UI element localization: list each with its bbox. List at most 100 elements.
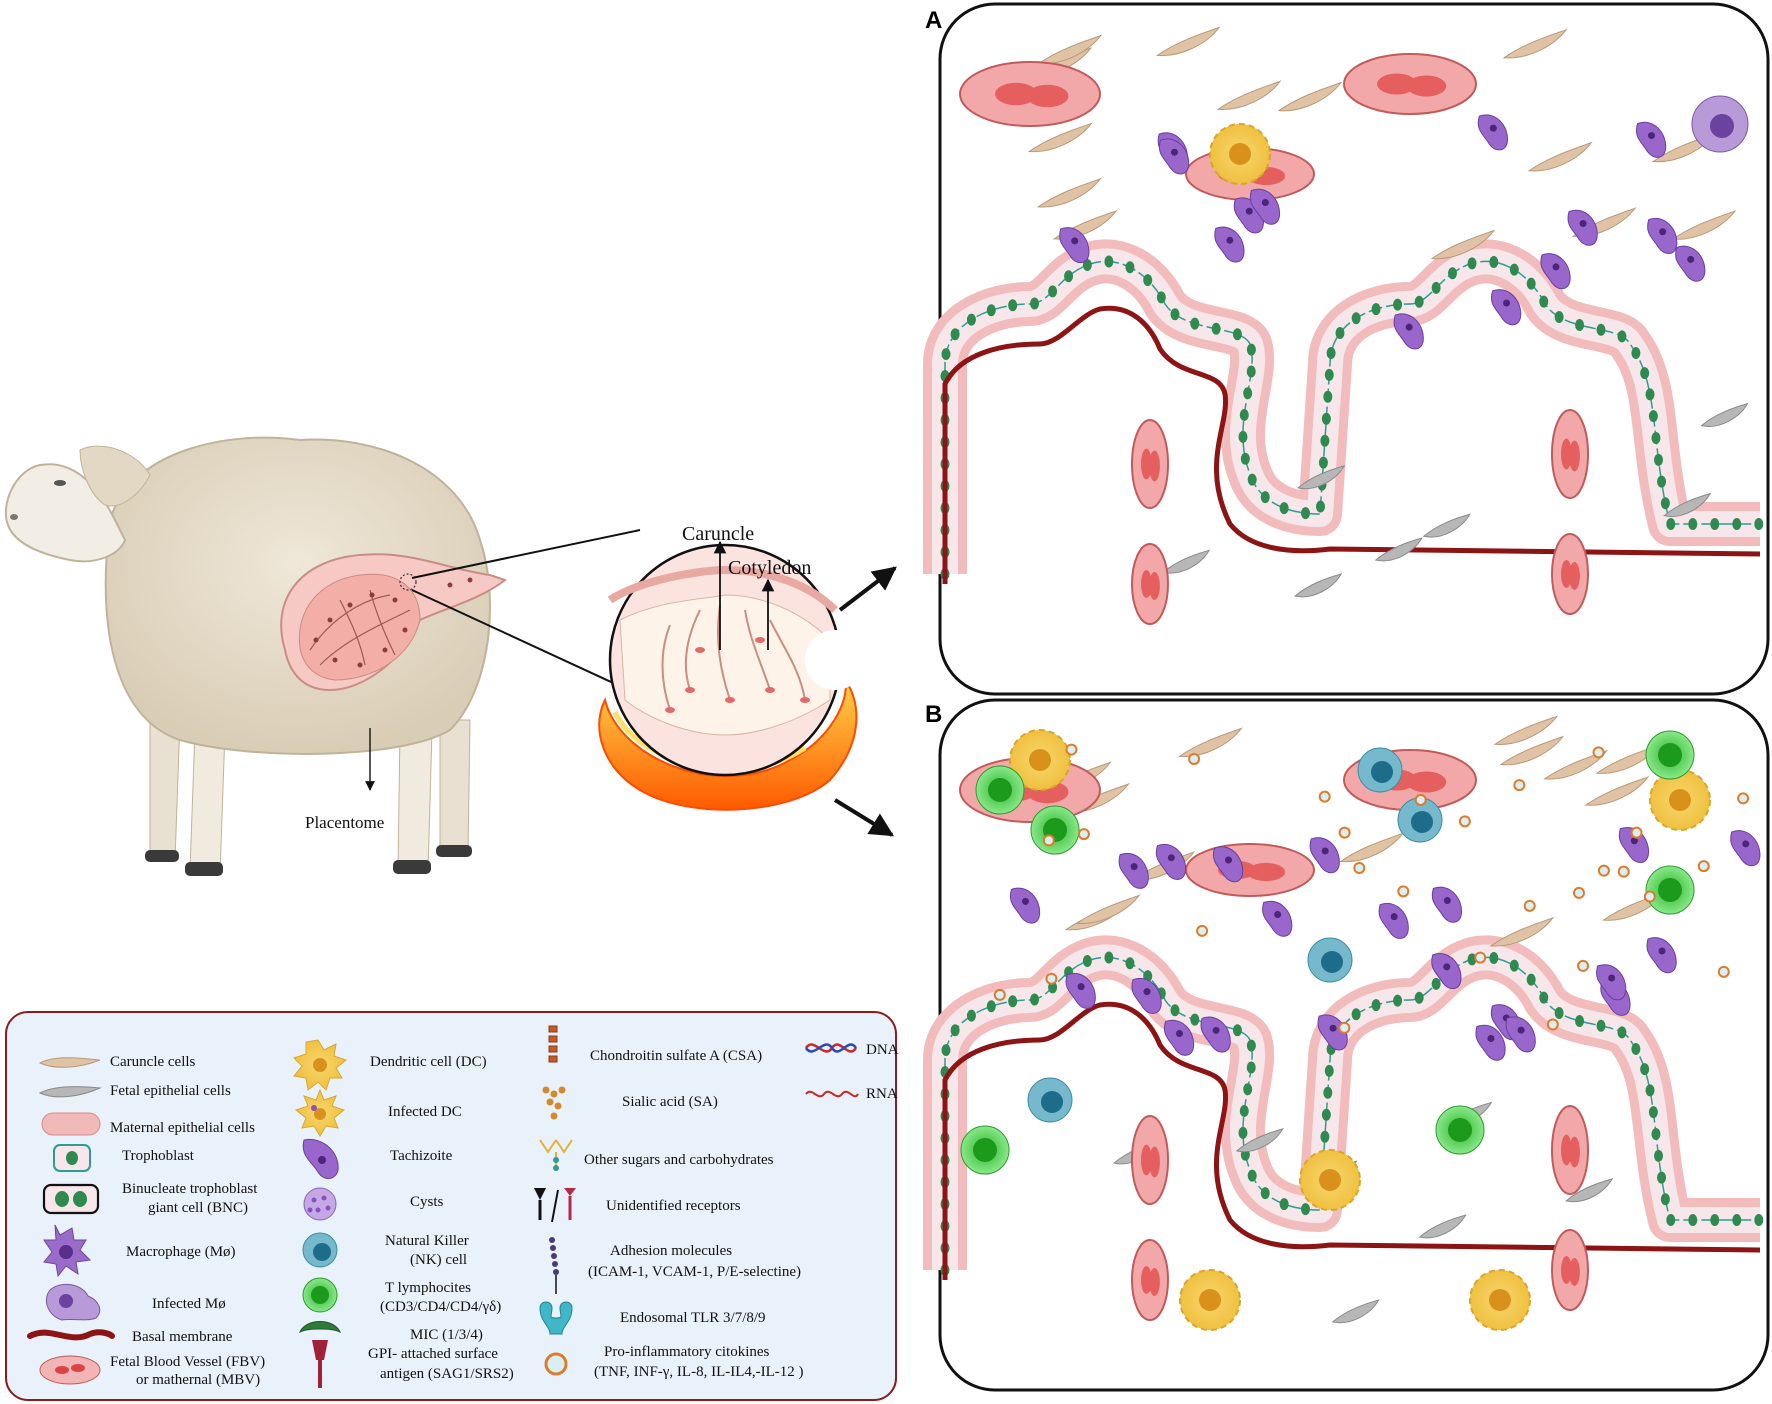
caruncle-cell	[1584, 776, 1650, 806]
trophoblast-nucleus	[950, 328, 960, 341]
trophoblast-nucleus	[1688, 1214, 1698, 1226]
tachizoite-nucleus	[1489, 124, 1497, 132]
t-lymphocyte-nucleus	[1658, 878, 1682, 902]
tachizoite	[1505, 1016, 1536, 1053]
trophoblast-nucleus	[1732, 518, 1742, 530]
legend-dna: DNA	[866, 1042, 899, 1058]
panel-b-letter: B	[925, 701, 942, 728]
fetal-epithelial-cell	[1297, 465, 1346, 490]
dendritic-cell-icon	[293, 1039, 348, 1091]
trophoblast-nucleus	[1645, 388, 1655, 401]
trophoblast-nucleus	[1260, 491, 1270, 504]
infected-macrophage-icon	[46, 1283, 101, 1321]
cytokine	[1045, 972, 1058, 985]
dendritic-cell-nucleus	[1489, 1289, 1511, 1311]
trophoblast-nucleus	[1279, 502, 1289, 515]
red-blood-cell	[1561, 1134, 1572, 1166]
trophoblast-nucleus	[1654, 453, 1664, 466]
tachizoite-nucleus	[1552, 263, 1560, 271]
trophoblast-nucleus	[1125, 261, 1135, 274]
caruncle-cell	[1502, 28, 1568, 59]
dendritic-cell-nucleus	[1319, 1169, 1341, 1191]
tachizoite-nucleus	[1021, 897, 1029, 905]
legend-sugars: Other sugars and carbohydrates	[584, 1152, 774, 1168]
trophoblast-nucleus	[986, 304, 996, 317]
trophoblast-nucleus	[1247, 473, 1257, 486]
cytokine	[1338, 1021, 1351, 1034]
cytokine	[1474, 951, 1487, 964]
cytokine	[1523, 899, 1536, 912]
trophoblast-nucleus	[1509, 959, 1519, 972]
trophoblast-nucleus	[1064, 270, 1074, 283]
cytokine	[1737, 792, 1750, 805]
legend-macrophage: Macrophage (Mø)	[126, 1244, 236, 1260]
trophoblast-nucleus	[1247, 1169, 1257, 1182]
cytokine	[1353, 861, 1366, 874]
legend-infected-mo: Infected Mø	[152, 1296, 226, 1312]
trophoblast-nucleus	[1526, 277, 1536, 290]
trophoblast-nucleus	[941, 348, 951, 361]
trophoblast-nucleus	[1554, 310, 1564, 323]
red-blood-cell	[1026, 84, 1069, 108]
fetal-epithelial-cell	[1700, 402, 1749, 427]
red-blood-cell	[1406, 75, 1447, 97]
legend-bnc-line2: giant cell (BNC)	[148, 1200, 248, 1216]
trophoblast-nucleus	[1243, 1083, 1253, 1096]
caruncle-cell	[1178, 727, 1243, 757]
trophoblast-nucleus	[1321, 412, 1331, 425]
tachizoite	[1131, 977, 1162, 1014]
trophoblast-nucleus	[1467, 257, 1477, 270]
trophoblast-nucleus	[1526, 973, 1536, 986]
trophoblast-nucleus	[1279, 1198, 1289, 1211]
trophoblast-nucleus	[1575, 1014, 1585, 1027]
maternal-epithelial-cell-icon	[41, 1112, 101, 1136]
trophoblast-nucleus	[1351, 1008, 1361, 1021]
trophoblast-nucleus	[1048, 285, 1058, 298]
tachizoite	[1393, 313, 1424, 350]
tachizoite	[1309, 837, 1340, 874]
trophoblast-nucleus	[1654, 1149, 1664, 1162]
fetal-epithelial-cell	[1331, 1299, 1380, 1324]
red-blood-cell	[1569, 1136, 1580, 1168]
legend: Caruncle cells Fetal epithelial cells Ma…	[5, 1011, 899, 1401]
t-lymphocyte-icon	[302, 1277, 338, 1313]
trophoblast-nucleus	[1323, 1086, 1333, 1099]
infected-macrophage-nucleus	[1710, 114, 1734, 138]
fetal-epithelial-cell	[1162, 549, 1211, 574]
trophoblast-nucleus	[1414, 295, 1424, 308]
caruncle-cell	[1036, 177, 1102, 208]
fetal-epithelial-cell	[1422, 513, 1471, 538]
cytokine	[1042, 834, 1055, 847]
legend-mic-line3: antigen (SAG1/SRS2)	[380, 1366, 514, 1382]
trophoblast-nucleus	[1190, 317, 1200, 330]
legend-receptors: Unidentified receptors	[606, 1198, 741, 1214]
trophoblast-nucleus	[1239, 1104, 1249, 1117]
trophoblast-nucleus	[1170, 308, 1180, 321]
caruncle-cell	[1671, 210, 1737, 240]
tachizoite-nucleus	[1443, 963, 1451, 971]
trophoblast-nucleus	[1651, 1127, 1661, 1140]
trophoblast-nucleus	[1156, 291, 1166, 304]
caruncle-cell	[1527, 141, 1593, 172]
cytokine	[1513, 779, 1526, 792]
caruncle-cell	[1493, 715, 1559, 745]
tachizoite	[1378, 902, 1409, 939]
placentome-zoom	[598, 540, 865, 811]
trophoblast-nucleus	[1657, 475, 1667, 488]
tachizoite-nucleus	[1321, 847, 1329, 855]
trophoblast-nucleus	[941, 1044, 951, 1057]
cyst-icon	[303, 1187, 337, 1221]
legend-caruncle-cells: Caruncle cells	[110, 1054, 196, 1070]
red-blood-cell	[1377, 73, 1417, 95]
caruncle-cell	[1155, 26, 1221, 56]
nk-cell-nucleus	[1041, 1091, 1063, 1113]
trophoblast-nucleus	[1393, 298, 1403, 311]
tachizoite-nucleus	[1742, 840, 1750, 848]
tachizoite-nucleus	[1659, 228, 1667, 236]
tachizoite	[1646, 937, 1677, 974]
trophoblast-nucleus	[1710, 1214, 1720, 1226]
trophoblast-nucleus	[950, 1024, 960, 1037]
fetal-epithelial-cell	[1294, 573, 1343, 598]
cytokine	[1597, 864, 1610, 877]
legend-cytokines-line2: (TNF, INF-γ, IL-8, IL-IL4,-IL-12 )	[594, 1364, 804, 1380]
